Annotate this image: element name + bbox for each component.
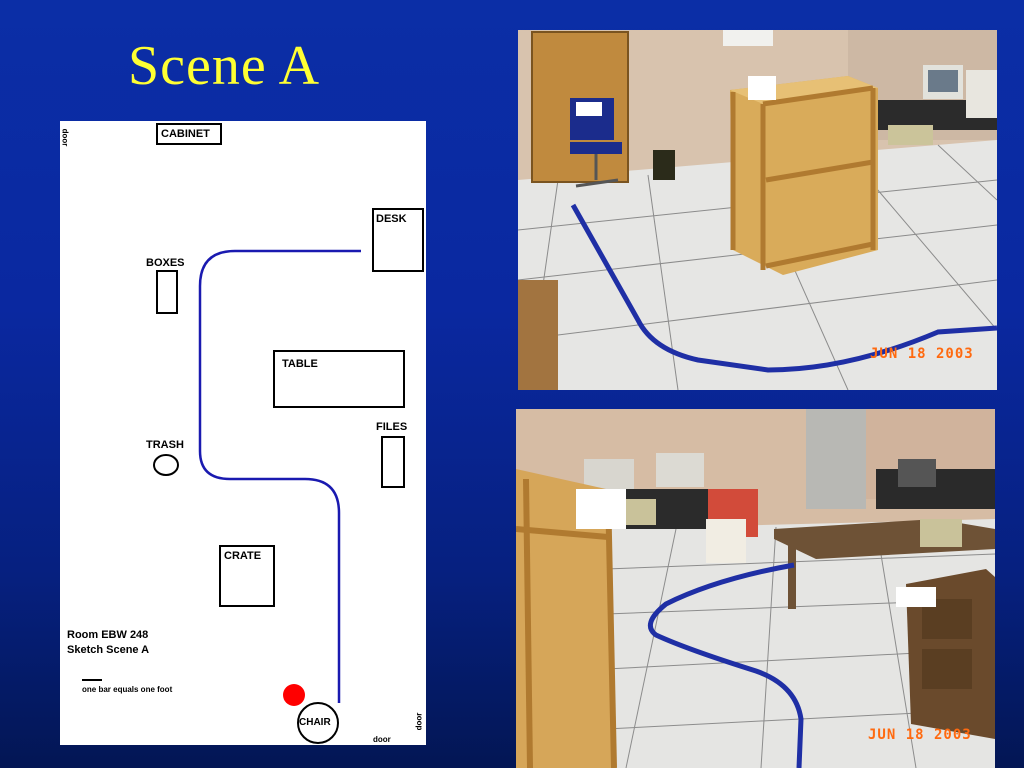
trash-label: TRASH <box>146 439 184 451</box>
sketch-path-layer <box>82 249 361 744</box>
slide-title: Scene A <box>128 35 321 97</box>
door-right-label: door <box>414 712 424 731</box>
scale-note: one bar equals one foot <box>82 685 173 694</box>
boxes-label: BOXES <box>146 257 185 269</box>
door-top-label: door <box>60 128 70 147</box>
photo-bottom-scene <box>516 409 995 768</box>
tape-path-line <box>198 249 361 703</box>
cabinet-label: CABINET <box>161 128 210 140</box>
files-box <box>381 436 405 488</box>
photo-bottom-date-stamp: JUN 18 2003 <box>868 727 972 743</box>
door-bottom-label: door <box>373 735 391 744</box>
caption-line2: Sketch Scene A <box>67 644 150 656</box>
chair-label: CHAIR <box>299 717 331 728</box>
desk-label: DESK <box>376 213 407 225</box>
table-box <box>273 350 405 408</box>
red-marker <box>283 684 305 706</box>
desk-box <box>372 208 424 272</box>
boxes-box <box>156 270 178 314</box>
caption-line1: Room EBW 248 <box>67 629 149 641</box>
crate-label: CRATE <box>224 550 262 562</box>
photo-top: JUN 18 2003 <box>518 30 997 390</box>
room-sketch: door CABINET DESK BOXES TABLE TRASH FILE… <box>60 121 426 745</box>
photo-top-date-stamp: JUN 18 2003 <box>870 346 974 362</box>
photo-top-scene <box>518 30 997 390</box>
chair-circle <box>297 702 339 744</box>
table-label: TABLE <box>282 358 318 370</box>
files-label: FILES <box>376 421 408 433</box>
cabinet-box <box>156 123 222 145</box>
photo-bottom: JUN 18 2003 <box>516 409 995 768</box>
trash-circle <box>153 454 179 476</box>
crate-box <box>219 545 275 607</box>
